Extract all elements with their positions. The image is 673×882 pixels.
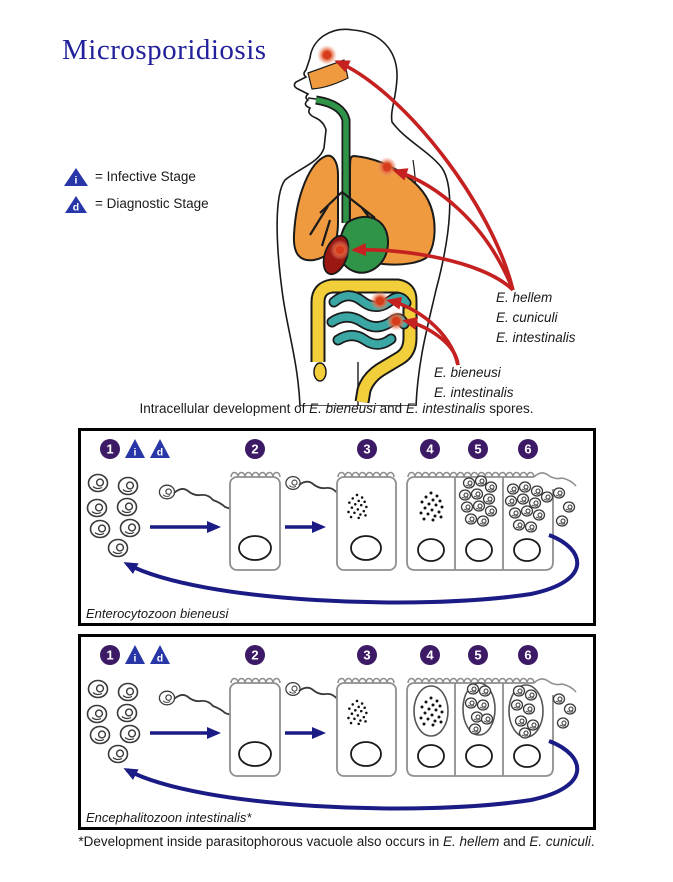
svg-text:d: d [157, 447, 163, 459]
svg-text:4: 4 [426, 442, 434, 457]
svg-text:5: 5 [474, 442, 481, 457]
species-labels-intestinal: E. bieneusi E. intestinalis [434, 363, 514, 403]
species-line: E. intestinalis [434, 385, 514, 400]
svg-text:5: 5 [474, 648, 481, 663]
diagnostic-triangle-icon: d [65, 195, 87, 213]
svg-text:3: 3 [363, 648, 370, 663]
svg-text:2: 2 [251, 442, 258, 457]
svg-text:6: 6 [524, 442, 531, 457]
panels-caption: Intracellular development of E. bieneusi… [139, 401, 534, 416]
lifecycle-diagram-1: 1 i d 2 3 4 5 6 [81, 439, 593, 623]
legend-diagnostic: d = Diagnostic Stage [63, 190, 209, 217]
panel-2-label: Encephalitozoon intestinalis* [86, 810, 252, 825]
legend-diagnostic-label: = Diagnostic Stage [95, 196, 209, 211]
svg-text:d: d [73, 201, 79, 213]
footnote: *Development inside parasitophorous vacu… [78, 834, 595, 849]
dissemination-arrows [334, 60, 515, 366]
svg-text:2: 2 [251, 648, 258, 663]
svg-text:1: 1 [106, 442, 113, 457]
panel-encephalitozoon-intestinalis: 1 i d 2 3 4 5 6 Encephalitozoon intestin… [78, 634, 596, 830]
panel-1-label: Enterocytozoon bieneusi [86, 606, 229, 621]
svg-text:i: i [134, 447, 137, 459]
svg-text:3: 3 [363, 442, 370, 457]
svg-text:d: d [157, 653, 163, 665]
infective-triangle-icon: i [64, 167, 88, 186]
svg-text:i: i [75, 174, 78, 186]
svg-text:4: 4 [426, 648, 434, 663]
species-line: E. intestinalis [496, 330, 576, 345]
svg-text:6: 6 [524, 648, 531, 663]
svg-text:1: 1 [106, 648, 113, 663]
infection-sites [317, 45, 406, 331]
body-figure [276, 28, 515, 406]
panel-enterocytozoon-bieneusi: 1 i d 2 3 4 5 6 Enterocytozoon bieneusi [78, 428, 596, 626]
svg-text:i: i [134, 653, 137, 665]
species-line: E. bieneusi [434, 365, 501, 380]
stage-legend: i = Infective Stage d = Diagnostic Stage [63, 163, 209, 217]
species-line: E. cuniculi [496, 310, 558, 325]
legend-infective: i = Infective Stage [63, 163, 209, 190]
species-labels-disseminated: E. hellem E. cuniculi E. intestinalis [496, 288, 576, 348]
page-title: Microsporidiosis [62, 34, 267, 66]
species-line: E. hellem [496, 290, 553, 305]
lifecycle-diagram-2: 1 i d 2 3 4 5 6 [81, 645, 593, 827]
legend-infective-label: = Infective Stage [95, 169, 196, 184]
